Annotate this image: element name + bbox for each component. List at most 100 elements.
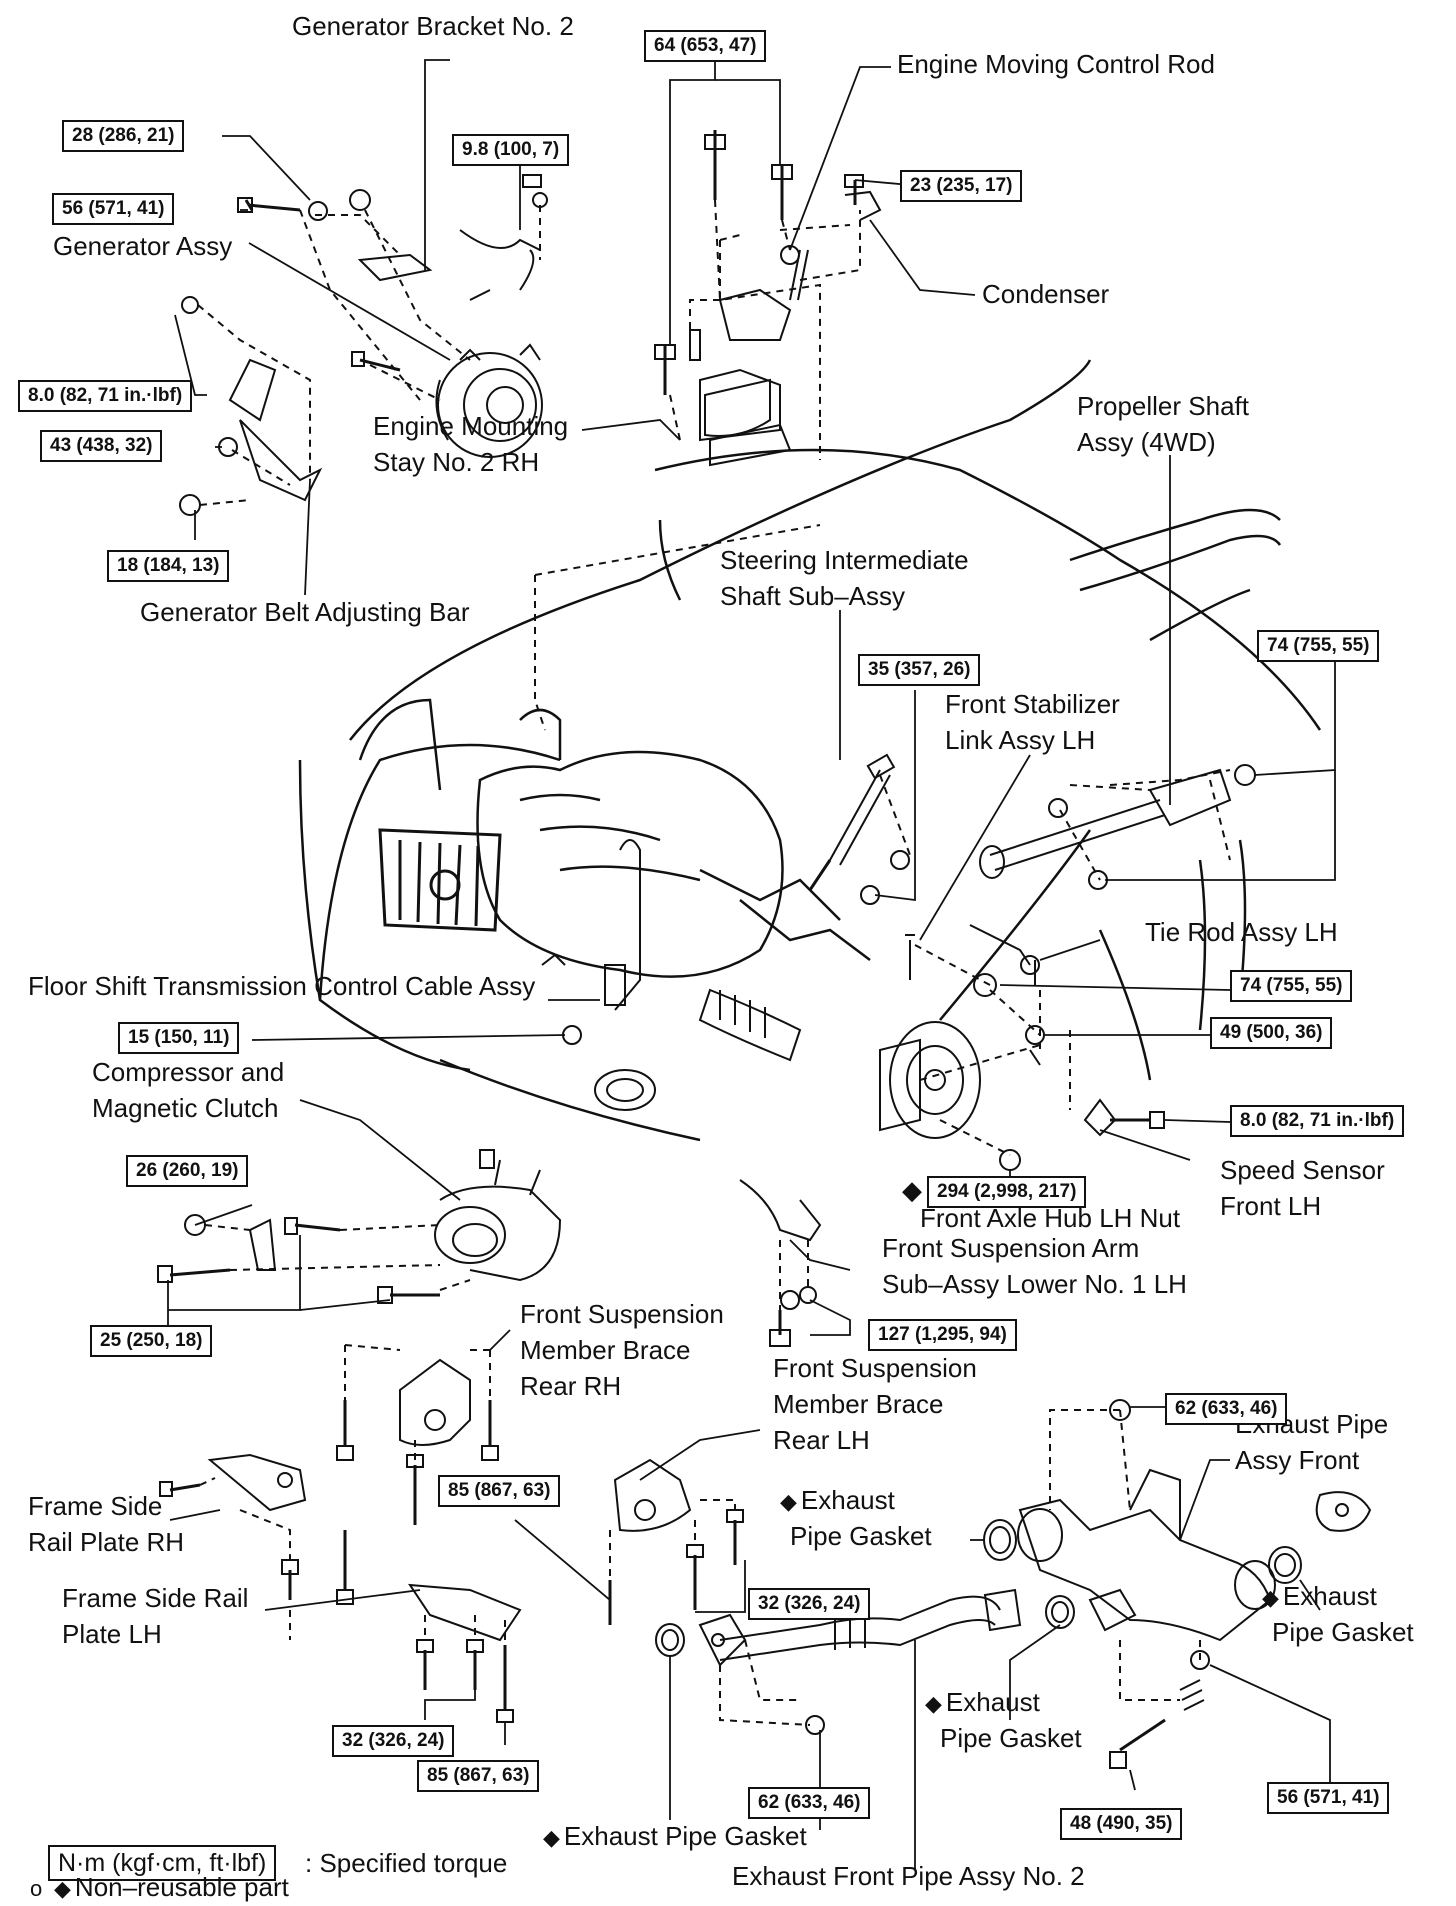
- torque-8-0-82-71-right: 8.0 (82, 71 in.·lbf): [1230, 1105, 1405, 1137]
- label-exhaust-gasket-b-line2: Pipe Gasket: [1272, 1617, 1414, 1647]
- torque-127-1295-94: 127 (1,295, 94): [868, 1319, 1017, 1351]
- torque-26-260-19: 26 (260, 19): [126, 1155, 249, 1187]
- label-compressor-line1: Compressor and: [92, 1057, 285, 1087]
- label-frame-rail-rh-line2: Rail Plate RH: [28, 1527, 185, 1557]
- label-exhaust-gasket-b-line1: ◆Exhaust: [1262, 1578, 1377, 1616]
- compressor-dashed-leaders: [204, 1224, 471, 1291]
- torque-64-653-47: 64 (653, 47): [644, 30, 767, 62]
- non-reusable-marker: ◆: [543, 1825, 560, 1850]
- label-exhaust-gasket-d: ◆Exhaust Pipe Gasket: [543, 1818, 807, 1856]
- label-brace-rear-lh-line2: Member Brace: [773, 1389, 944, 1419]
- label-brace-rear-rh-line2: Member Brace: [520, 1335, 691, 1365]
- torque-18-184-13: 18 (184, 13): [107, 550, 230, 582]
- label-text: Exhaust: [945, 1687, 1040, 1717]
- label-speed-sensor-line1: Speed Sensor: [1220, 1155, 1385, 1185]
- torque-74-755-55-mid: 74 (755, 55): [1230, 970, 1353, 1002]
- torque-8-0-82-71-top: 8.0 (82, 71 in.·lbf): [18, 380, 193, 412]
- torque-48-490-35: 48 (490, 35): [1060, 1808, 1183, 1840]
- torque-43-438-32: 43 (438, 32): [40, 430, 163, 462]
- non-reusable-marker: ◆: [925, 1691, 942, 1716]
- label-exhaust-gasket-a-line1: ◆Exhaust: [780, 1482, 895, 1520]
- generator-dashed-leaders: [197, 205, 821, 731]
- torque-62-633-46-low: 62 (633, 46): [748, 1787, 871, 1819]
- label-frame-rail-lh-line1: Frame Side Rail: [62, 1583, 249, 1613]
- label-generator-belt-adjusting-bar: Generator Belt Adjusting Bar: [140, 597, 470, 627]
- label-front-stabilizer-line1: Front Stabilizer: [945, 689, 1120, 719]
- torque-85-867-63-low: 85 (867, 63): [417, 1760, 540, 1792]
- torque-294-2998-217: 294 (2,998, 217): [927, 1176, 1087, 1208]
- legend-non-reusable-text: Non–reusable part: [74, 1872, 289, 1902]
- label-compressor-line2: Magnetic Clutch: [92, 1093, 279, 1123]
- label-engine-moving-control-rod: Engine Moving Control Rod: [897, 49, 1215, 79]
- label-brace-rear-rh-line1: Front Suspension: [520, 1299, 724, 1329]
- torque-28-286-21: 28 (286, 21): [62, 120, 185, 152]
- steering-and-drive-parts: [698, 753, 1256, 1347]
- label-brace-rear-lh-line3: Rear LH: [773, 1425, 870, 1455]
- torque-32-326-24-low: 32 (326, 24): [332, 1725, 455, 1757]
- label-exhaust-front-pipe-no2: Exhaust Front Pipe Assy No. 2: [732, 1861, 1085, 1891]
- label-exhaust-gasket-c-line1: ◆Exhaust: [925, 1684, 1040, 1722]
- label-propeller-shaft-line1: Propeller Shaft: [1077, 391, 1249, 421]
- drive-dashed-leaders: [779, 769, 1231, 1320]
- label-front-susp-arm-line2: Sub–Assy Lower No. 1 LH: [882, 1269, 1187, 1299]
- label-front-axle-hub-nut: Front Axle Hub LH Nut: [920, 1203, 1181, 1233]
- torque-62-633-46-top: 62 (633, 46): [1165, 1393, 1288, 1425]
- fog-lamp: [594, 1069, 656, 1111]
- label-frame-rail-rh-line1: Frame Side: [28, 1491, 163, 1521]
- torque-25-250-18: 25 (250, 18): [90, 1325, 213, 1357]
- label-text: Exhaust: [800, 1485, 895, 1515]
- torque-85-867-63-mid: 85 (867, 63): [438, 1475, 561, 1507]
- label-brace-rear-rh-line3: Rear RH: [520, 1371, 622, 1401]
- leader-lines: [167, 59, 1336, 1870]
- non-reusable-marker-axle-nut: ◆: [902, 1175, 922, 1205]
- torque-35-357-26: 35 (357, 26): [858, 654, 981, 686]
- label-engine-mounting-stay-line1: Engine Mounting: [373, 411, 569, 441]
- exhaust-system: [655, 1399, 1372, 1769]
- exhaust-dashed-leaders: [719, 1409, 1201, 1726]
- brace-dashed-leaders: [199, 1344, 736, 1645]
- suspension-braces-and-frame-plates: [159, 1358, 744, 1723]
- label-condenser: Condenser: [982, 279, 1110, 309]
- generator-assembly: [179, 174, 548, 516]
- non-reusable-marker: ◆: [54, 1876, 71, 1901]
- torque-15-150-11: 15 (150, 11): [118, 1022, 240, 1054]
- label-text: Exhaust: [1282, 1581, 1377, 1611]
- non-reusable-marker: ◆: [1262, 1585, 1279, 1610]
- label-exhaust-gasket-c-line2: Pipe Gasket: [940, 1723, 1082, 1753]
- non-reusable-marker: ◆: [780, 1489, 797, 1514]
- legend-torque-unit-box: N·m (kgf·cm, ft·lbf): [48, 1845, 277, 1881]
- torque-9-8-100-7: 9.8 (100, 7): [452, 134, 570, 166]
- label-generator-assy: Generator Assy: [53, 231, 233, 261]
- legend-corner-mark: o: [30, 1876, 43, 1901]
- label-text: Exhaust Pipe Gasket: [563, 1821, 807, 1851]
- vehicle-body-outline: [298, 359, 1322, 1142]
- label-exhaust-gasket-a-line2: Pipe Gasket: [790, 1521, 932, 1551]
- label-tie-rod-assy: Tie Rod Assy LH: [1145, 917, 1338, 947]
- torque-56-571-41-low: 56 (571, 41): [1267, 1782, 1390, 1814]
- label-engine-mounting-stay-line2: Stay No. 2 RH: [373, 447, 540, 477]
- label-steering-shaft-line2: Shaft Sub–Assy: [720, 581, 905, 611]
- torque-32-326-24-mid: 32 (326, 24): [748, 1588, 871, 1620]
- engine-mounting-assembly: [654, 130, 882, 467]
- torque-56-571-41-top: 56 (571, 41): [52, 193, 175, 225]
- legend-non-reusable: ◆Non–reusable part: [54, 1870, 289, 1906]
- label-exhaust-pipe-front-line2: Assy Front: [1235, 1445, 1360, 1475]
- label-propeller-shaft-line2: Assy (4WD): [1077, 427, 1216, 457]
- label-brace-rear-lh-line1: Front Suspension: [773, 1353, 977, 1383]
- label-floor-shift-cable: Floor Shift Transmission Control Cable A…: [28, 971, 536, 1001]
- label-front-stabilizer-line2: Link Assy LH: [945, 725, 1096, 755]
- label-speed-sensor-line2: Front LH: [1220, 1191, 1322, 1221]
- label-front-susp-arm-line1: Front Suspension Arm: [882, 1233, 1140, 1263]
- label-frame-rail-lh-line2: Plate LH: [62, 1619, 162, 1649]
- front-grille: [378, 828, 502, 932]
- torque-23-235-17: 23 (235, 17): [900, 170, 1023, 202]
- label-generator-bracket-no2: Generator Bracket No. 2: [292, 11, 574, 41]
- torque-74-755-55-top: 74 (755, 55): [1257, 630, 1380, 662]
- engine-mount-dashed-leaders: [669, 199, 861, 460]
- engine-block: [476, 708, 871, 978]
- torque-49-500-36: 49 (500, 36): [1210, 1017, 1333, 1049]
- shift-cable-and-compressor: [157, 839, 641, 1304]
- legend-torque-text: : Specified torque: [305, 1848, 508, 1878]
- label-steering-shaft-line1: Steering Intermediate: [720, 545, 969, 575]
